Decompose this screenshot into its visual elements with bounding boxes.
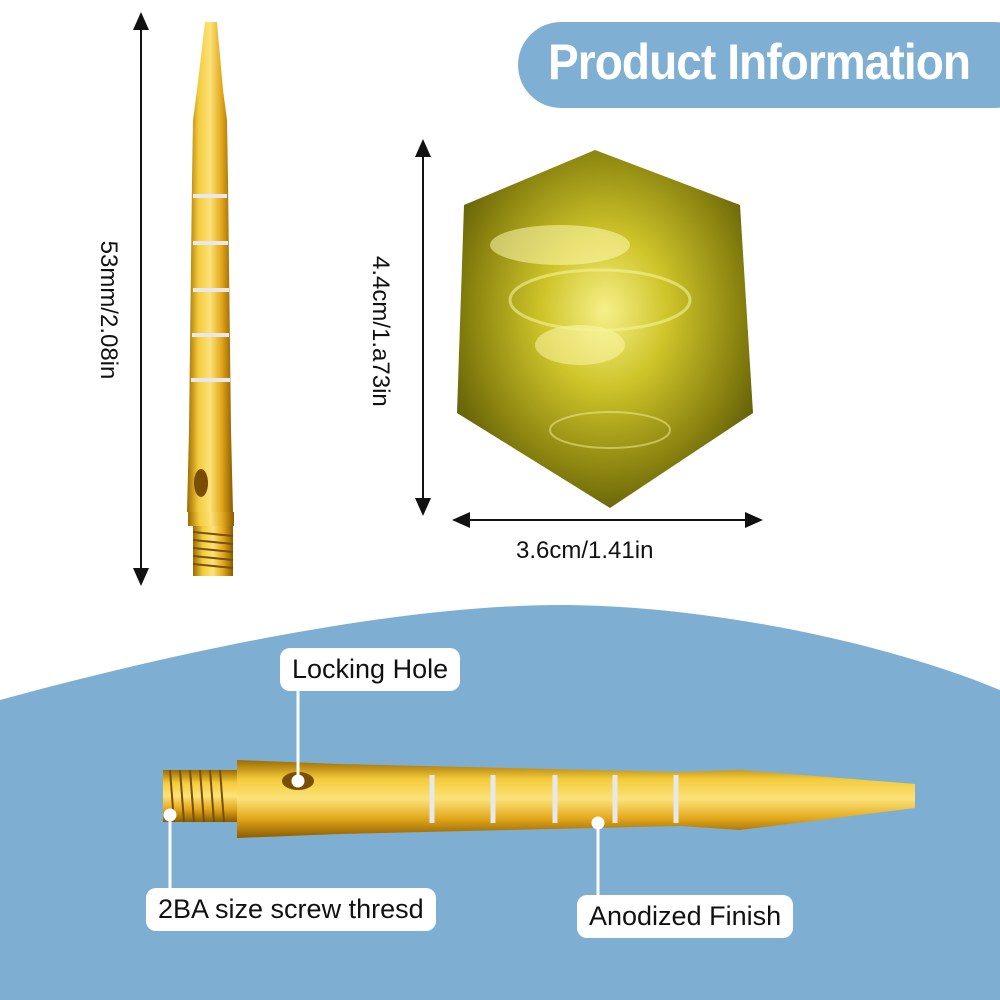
header-banner	[518, 22, 1000, 108]
callout-leaders	[163, 690, 605, 897]
flight-width-label: 3.6cm/1.41in	[516, 537, 654, 564]
flight-height-label: 4.4cm/1.a73in	[367, 256, 394, 407]
page-title: Product Information	[548, 34, 971, 90]
locking-hole-callout: Locking Hole	[280, 648, 461, 691]
dart-flight-illustration	[457, 150, 753, 508]
shaft-length-label: 53mm/2.08in	[95, 240, 122, 380]
anodized-finish-callout: Anodized Finish	[577, 895, 794, 938]
screw-thread-callout: 2BA size screw thresd	[146, 888, 436, 931]
shaft-vertical-illustration	[187, 22, 234, 576]
